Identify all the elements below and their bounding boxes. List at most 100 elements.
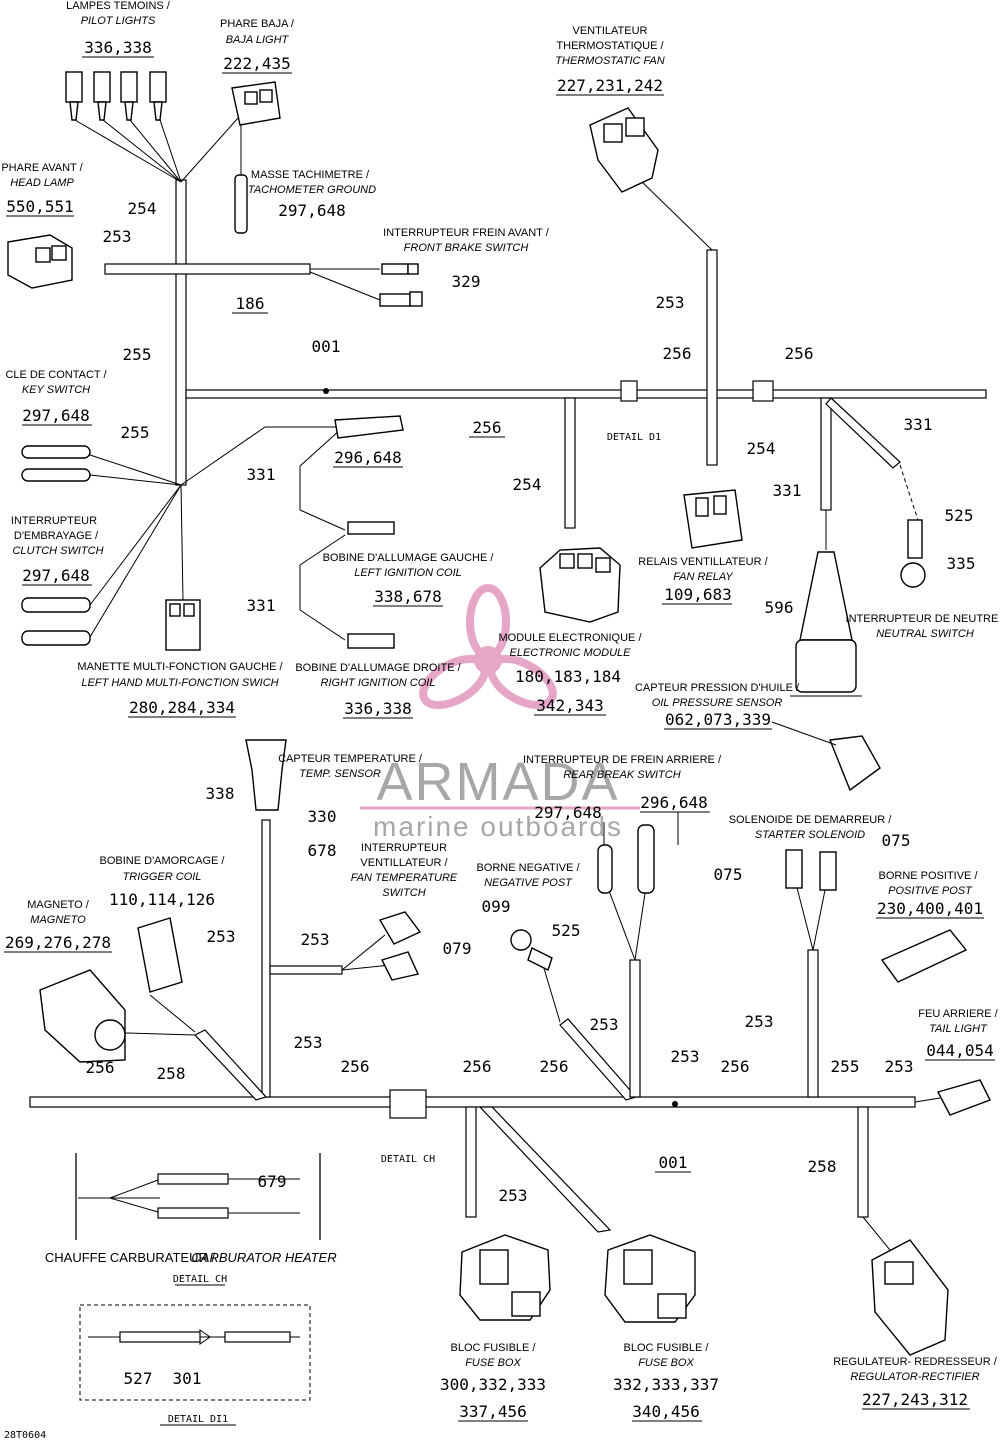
temp-sensor-en: TEMP. SENSOR (299, 768, 381, 780)
clutch-fr1: INTERRUPTEUR (11, 515, 97, 527)
magneto-fr: MAGNETO / (27, 899, 89, 911)
left-coil-refs: 338,678 (374, 587, 441, 606)
watermark-brand: ARMADA (376, 752, 619, 812)
clutch-refs: 297,648 (22, 566, 89, 585)
fuse-box-1-refs1: 300,332,333 (440, 1375, 546, 1394)
magneto-en: MAGNETO (30, 914, 86, 926)
fan-relay-fr: RELAIS VENTILLATEUR / (638, 556, 768, 568)
wire-ref: 258 (157, 1064, 186, 1083)
detail-ref: DETAIL D1 (607, 432, 661, 443)
baja-light-connector (231, 81, 281, 126)
wire-ref: 079 (443, 939, 472, 958)
wire-ref: 253 (656, 293, 685, 312)
wire-ref: 256 (663, 344, 692, 363)
wire-ref: 256 (341, 1057, 370, 1076)
left-coil-en: LEFT IGNITION COIL (354, 567, 462, 579)
left-coil-fr: BOBINE D'ALLUMAGE GAUCHE / (323, 552, 495, 564)
rear-brake-fr: INTERRUPTEUR DE FREIN ARRIERE / (523, 754, 722, 766)
ignition-terminal (334, 415, 404, 439)
wire-ref: 253 (885, 1057, 914, 1076)
carb-heater-fr: CHAUFFE CARBURATEUR / (45, 1250, 216, 1265)
solenoid-terminal (785, 849, 803, 889)
temp-sensor (245, 739, 287, 811)
harness-fan-branch (706, 249, 718, 466)
wire-ref: 301 (173, 1369, 202, 1388)
tail-light-fr: FEU ARRIERE / (918, 1008, 998, 1020)
neutral-en: NEUTRAL SWITCH (876, 628, 974, 640)
baja-light-en: BAJA LIGHT (226, 34, 290, 46)
fan-relay-refs: 109,683 (664, 585, 731, 604)
thermo-fan-fr2: THERMOSTATIQUE / (556, 40, 664, 52)
wire-ref: 001 (312, 337, 341, 356)
wire-ref: 331 (904, 415, 933, 434)
oil-pressure-fr: CAPTEUR PRESSION D'HUILE / (635, 682, 800, 694)
watermark-tagline: marine outboards (373, 811, 623, 842)
tach-ground-terminal (234, 174, 248, 234)
ecm-en: ELECTRONIC MODULE (509, 647, 631, 659)
wire-ref: 255 (831, 1057, 860, 1076)
harness-temp-branch (261, 819, 271, 1098)
drawing-code: 28T0604 (4, 1430, 46, 1441)
ignition-refs: 296,648 (334, 448, 401, 467)
fan-temp-terminal (381, 951, 419, 981)
rear-brake-terminal (597, 844, 613, 894)
tach-ground-refs: 297,648 (278, 201, 345, 220)
tail-light-refs: 044,054 (926, 1041, 993, 1060)
wire-ref: 256 (463, 1057, 492, 1076)
rear-brake-terminal (637, 824, 655, 894)
thermo-fan-refs: 227,231,242 (557, 76, 663, 95)
fan-relay-en: FAN RELAY (673, 571, 733, 583)
rear-brake-en: REAR BREAK SWITCH (563, 769, 680, 781)
splice-dot (672, 1101, 678, 1107)
ecm-refs1: 180,183,184 (515, 667, 621, 686)
baja-light-refs: 222,435 (223, 54, 290, 73)
wire-ref: 253 (745, 1012, 774, 1031)
positive-post-connector (880, 929, 968, 983)
head-lamp-fr: PHARE AVANT / (1, 162, 83, 174)
thermo-fan-en: THERMOSTATIC FAN (555, 55, 664, 67)
fuse-box-2 (604, 1234, 696, 1323)
pilot-lights-en: PILOT LIGHTS (81, 15, 156, 27)
front-brake-fr: INTERRUPTEUR FREIN AVANT / (383, 227, 550, 239)
wire-ref: 075 (882, 831, 911, 850)
wire-refs: 254 253 186 329 255 255 001 256 256 256 … (4, 199, 975, 1441)
oil-pressure-en: OIL PRESSURE SENSOR (652, 697, 783, 709)
wire-ref: 253 (103, 227, 132, 246)
wire-ref: 256 (473, 418, 502, 437)
harness-neutral-branch (820, 397, 832, 511)
harness-trigger (194, 1029, 268, 1101)
detail-ref: DETAIL CH (381, 1154, 435, 1165)
front-brake-en: FRONT BRAKE SWITCH (404, 242, 529, 254)
wire-ref: 253 (590, 1015, 619, 1034)
front-brake-terminals (379, 263, 423, 307)
fan-temp-fr2: VENTILLATEUR / (360, 857, 448, 869)
tail-light-en: TAIL LIGHT (929, 1023, 988, 1035)
splice-dot (323, 388, 329, 394)
ecm-refs2: 342,343 (536, 696, 603, 715)
propeller-logo-icon (419, 584, 557, 710)
pilot-lights-fr: LAMPES TEMOINS / (66, 0, 171, 12)
wire-ref: 256 (86, 1058, 115, 1077)
fuse-box-1-refs2: 337,456 (459, 1402, 526, 1421)
watermark: ARMADA marine outboards (360, 584, 640, 842)
wire-ref: 075 (714, 865, 743, 884)
wire-ref: 254 (128, 199, 157, 218)
head-lamp-en: HEAD LAMP (10, 177, 74, 189)
wire-ref: 596 (765, 598, 794, 617)
head-lamp-connector (7, 234, 73, 289)
negative-post-ring-icon (510, 929, 532, 951)
fan-temp-fr1: INTERRUPTEUR (361, 842, 447, 854)
regulator-rectifier (871, 1239, 949, 1356)
wire-ref: 331 (773, 481, 802, 500)
wire-ref: 258 (808, 1157, 837, 1176)
wire-ref: 256 (721, 1057, 750, 1076)
fan-temp-terminal (378, 911, 422, 945)
starter-solenoid-fr: SOLENOIDE DE DEMARREUR / (729, 814, 893, 826)
rear-brake-refs-a: 297,648 (534, 803, 601, 822)
wire-ref: 256 (785, 344, 814, 363)
wire-ref: 253 (671, 1047, 700, 1066)
fan-temp-en1: FAN TEMPERATURE (351, 872, 458, 884)
fuse-box-2-en: FUSE BOX (638, 1357, 694, 1369)
wire-ref: 335 (947, 554, 976, 573)
